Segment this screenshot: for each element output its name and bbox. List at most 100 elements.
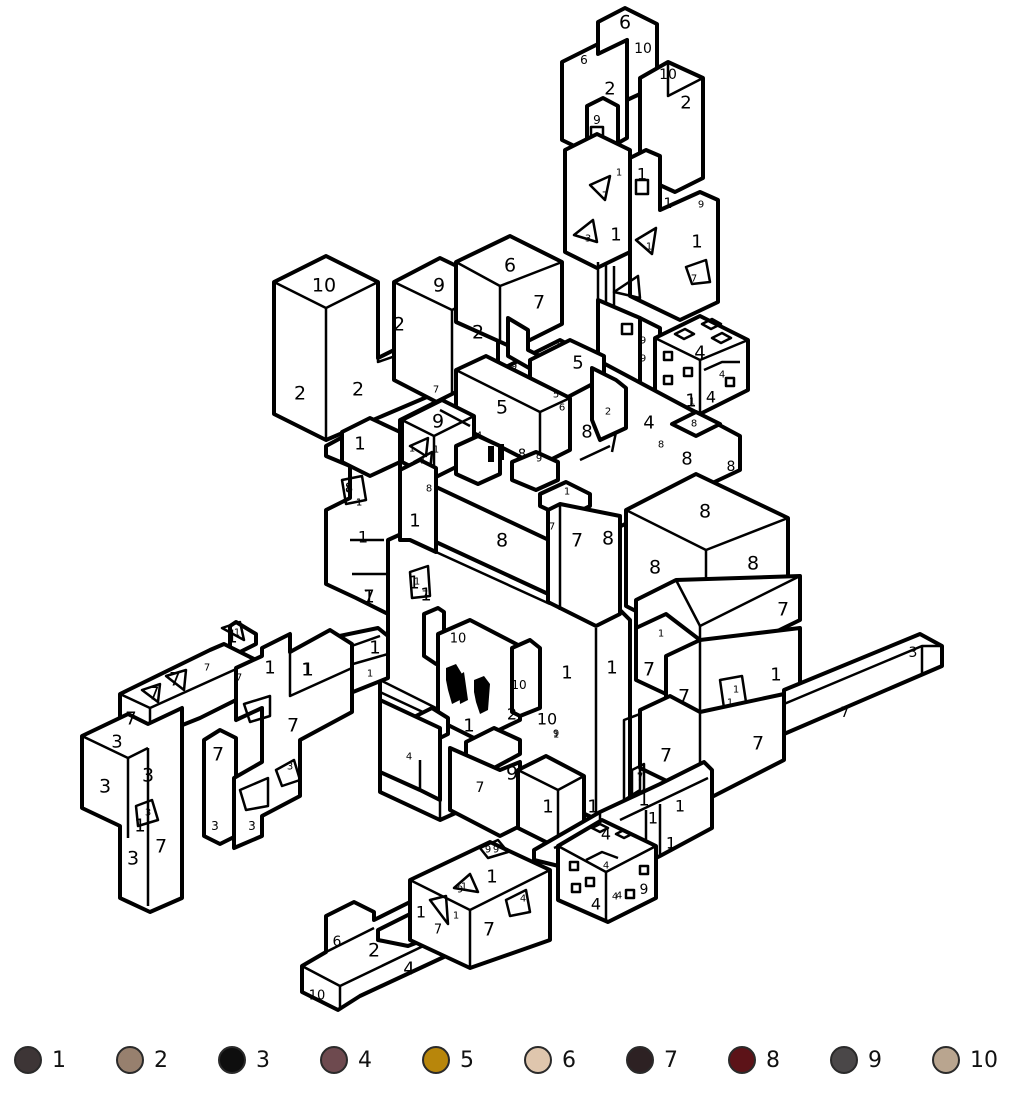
color-dot[interactable] xyxy=(14,1046,42,1074)
region-number-7: 7 xyxy=(637,773,643,784)
color-dot[interactable] xyxy=(218,1046,246,1074)
color-number-label: 9 xyxy=(868,1047,882,1073)
left-arm[interactable] xyxy=(80,620,354,914)
region-number-1: 1 xyxy=(264,657,275,678)
palette-swatch-10[interactable]: 10 xyxy=(932,1040,998,1080)
region-number-7: 7 xyxy=(691,274,697,285)
color-dot[interactable] xyxy=(320,1046,348,1074)
region-number-1: 1 xyxy=(363,586,374,607)
color-dot[interactable] xyxy=(830,1046,858,1074)
region-number-3: 3 xyxy=(99,776,111,798)
region-number-1: 1 xyxy=(358,528,368,547)
region-number-10: 10 xyxy=(537,710,557,729)
region-number-8: 8 xyxy=(346,484,352,495)
region-number-3: 3 xyxy=(287,762,293,773)
region-number-3: 3 xyxy=(111,731,122,752)
region-number-8: 8 xyxy=(649,557,661,579)
region-number-6: 6 xyxy=(504,255,516,277)
region-number-1: 1 xyxy=(685,390,696,411)
region-number-7: 7 xyxy=(125,708,136,729)
region-number-7: 7 xyxy=(476,780,485,796)
region-number-2: 2 xyxy=(604,78,615,99)
tower-block[interactable] xyxy=(560,6,720,358)
region-number-1: 1 xyxy=(301,659,312,680)
palette-swatch-4[interactable]: 4 xyxy=(320,1040,372,1080)
back-right-block[interactable] xyxy=(454,234,564,350)
color-dot[interactable] xyxy=(116,1046,144,1074)
region-number-1: 1 xyxy=(542,796,553,817)
palette-swatch-1[interactable]: 1 xyxy=(14,1040,66,1080)
color-dot[interactable] xyxy=(932,1046,960,1074)
region-number-4: 4 xyxy=(612,892,618,903)
color-number-label: 4 xyxy=(358,1047,372,1073)
region-number-7: 7 xyxy=(549,522,555,533)
region-number-7: 7 xyxy=(434,923,442,938)
color-dot[interactable] xyxy=(422,1046,450,1074)
region-number-7: 7 xyxy=(660,745,672,767)
face-block[interactable] xyxy=(414,606,542,770)
bottom-box[interactable] xyxy=(408,838,552,970)
palette-swatch-7[interactable]: 7 xyxy=(626,1040,678,1080)
region-number-1: 1 xyxy=(658,629,664,640)
region-number-1: 1 xyxy=(409,444,415,455)
body-left-column[interactable] xyxy=(324,416,402,622)
region-number-8: 8 xyxy=(747,553,759,575)
palette-swatch-5[interactable]: 5 xyxy=(422,1040,474,1080)
region-number-9: 9 xyxy=(506,763,518,785)
region-number-4: 4 xyxy=(520,894,526,905)
body-bottom-left[interactable] xyxy=(378,698,442,802)
right-long-stick[interactable] xyxy=(782,632,944,736)
region-number-9: 9 xyxy=(433,275,445,297)
coloring-page-artwork[interactable]: 6106210291171931117199444110962722215955… xyxy=(0,0,1024,1025)
region-number-7: 7 xyxy=(841,705,850,721)
region-number-1: 1 xyxy=(555,339,561,350)
region-number-4: 4 xyxy=(706,388,716,407)
region-number-8: 8 xyxy=(426,484,432,495)
palette-swatch-8[interactable]: 8 xyxy=(728,1040,780,1080)
region-number-4: 4 xyxy=(603,861,609,872)
region-number-9: 9 xyxy=(553,729,559,740)
region-number-7: 7 xyxy=(777,599,789,621)
region-number-8: 8 xyxy=(681,448,692,469)
region-number-2: 2 xyxy=(605,407,611,418)
region-number-8: 8 xyxy=(727,459,736,475)
region-number-9: 9 xyxy=(457,885,463,896)
region-number-9: 9 xyxy=(593,113,601,127)
palette-swatch-2[interactable]: 2 xyxy=(116,1040,168,1080)
region-number-8: 8 xyxy=(602,528,614,550)
color-dot[interactable] xyxy=(524,1046,552,1074)
region-number-1: 1 xyxy=(354,433,365,454)
region-number-2: 2 xyxy=(472,322,484,344)
region-number-8: 8 xyxy=(581,421,592,442)
region-number-7: 7 xyxy=(148,683,159,704)
region-number-6: 6 xyxy=(333,934,342,950)
palette-swatch-9[interactable]: 9 xyxy=(830,1040,882,1080)
region-number-6: 6 xyxy=(559,403,565,414)
region-number-4: 4 xyxy=(591,895,601,914)
region-number-2: 2 xyxy=(352,379,364,401)
color-dot[interactable] xyxy=(728,1046,756,1074)
region-number-1: 1 xyxy=(420,456,426,467)
region-number-7: 7 xyxy=(363,586,374,607)
region-number-1: 1 xyxy=(463,715,474,736)
region-number-7: 7 xyxy=(422,590,428,601)
color-number-label: 10 xyxy=(970,1047,998,1073)
region-number-1: 1 xyxy=(638,789,649,810)
small-cube-lower[interactable] xyxy=(556,818,658,924)
region-number-7: 7 xyxy=(678,686,690,708)
region-number-4: 4 xyxy=(719,370,725,381)
palette-swatch-3[interactable]: 3 xyxy=(218,1040,270,1080)
region-number-2: 2 xyxy=(507,705,517,724)
palette-swatch-6[interactable]: 6 xyxy=(524,1040,576,1080)
region-number-1: 1 xyxy=(561,662,572,683)
color-dot[interactable] xyxy=(626,1046,654,1074)
region-number-9: 9 xyxy=(640,354,646,365)
region-number-1: 1 xyxy=(409,510,420,531)
region-number-1: 1 xyxy=(564,487,570,498)
region-number-2: 2 xyxy=(294,383,306,405)
region-number-1: 1 xyxy=(689,397,695,408)
region-number-8: 8 xyxy=(658,440,664,451)
region-number-2: 2 xyxy=(368,940,380,962)
color-number-label: 3 xyxy=(256,1047,270,1073)
